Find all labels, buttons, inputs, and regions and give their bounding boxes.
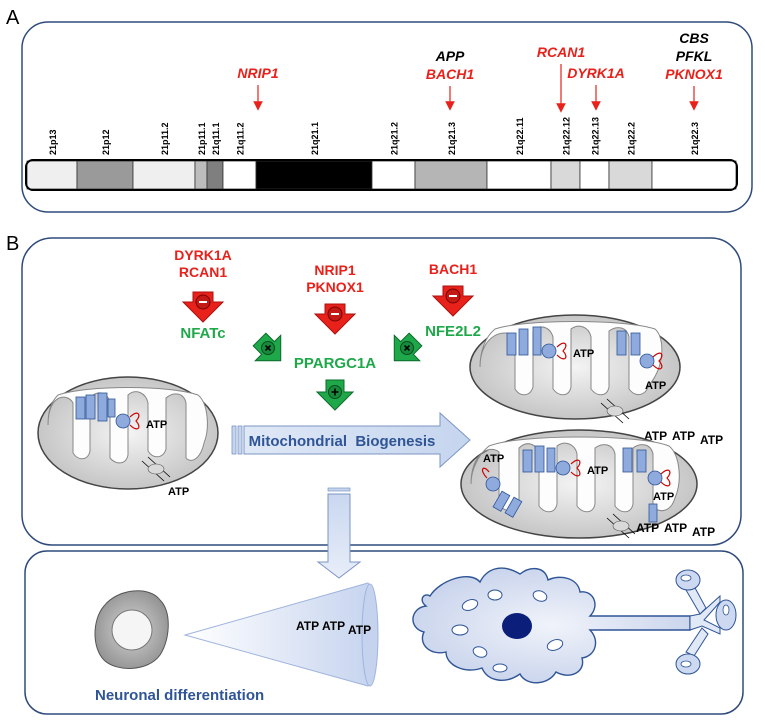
panel-b-lower-frame	[24, 550, 744, 715]
mitochondrion-top-right: ATP ATP	[469, 314, 681, 424]
gene-app: APP	[435, 48, 465, 64]
gene-labels: NRIP1 APP BACH1 RCAN1 DYRK1A CBS PFKL PK…	[237, 30, 723, 113]
atp-cone: ATP ATP ATP	[183, 582, 379, 687]
panel-a-letter: A	[6, 7, 20, 29]
band-label: 21q11.1	[211, 122, 221, 155]
band-label: 21p11.2	[160, 122, 170, 155]
biogenesis-arrow: Mitochondrial Biogenesis	[231, 411, 471, 469]
band-21q21-1	[255, 160, 373, 190]
atp-label: ATP	[587, 465, 608, 477]
chromosome-21: 21p13 21p12 21p11.2 21p11.1 21q11.1 21q11.2 21…	[25, 117, 738, 191]
atp-label: ATP	[644, 429, 667, 443]
atp-cluster-bottom: ATP ATP ATP	[636, 521, 715, 539]
mito-complexes	[75, 392, 140, 430]
regulator-rcan1: RCAN1	[179, 264, 227, 280]
band-label: 21q11.2	[236, 122, 246, 155]
atp-label: ATP	[168, 486, 189, 498]
regulator-nrip1: NRIP1	[314, 262, 355, 278]
activation-arrows	[252, 332, 423, 411]
atp-synthase	[141, 456, 171, 482]
band-21p11-2	[132, 160, 196, 190]
atp-label: ATP	[296, 619, 319, 633]
activate-arrow-from-nfe2l2	[393, 332, 423, 362]
down-arrow	[316, 487, 362, 579]
band-label: 21q22.12	[562, 117, 572, 155]
panel-b-letter: B	[6, 233, 19, 255]
inhibit-arrow-ppargc1a	[313, 303, 357, 335]
band-21q11-2	[222, 160, 257, 190]
gene-nrip1: NRIP1	[237, 65, 278, 81]
band-label: 21q22.2	[627, 122, 637, 155]
atp-label: ATP	[664, 521, 687, 535]
band-21q21-2	[371, 160, 416, 190]
panel-b-frame	[21, 237, 742, 546]
atp-label: ATP	[653, 491, 674, 503]
atp-label: ATP	[322, 619, 345, 633]
band-21q22-11	[486, 160, 552, 190]
atp-label: ATP	[636, 521, 659, 535]
band-label: 21p11.1	[197, 122, 207, 155]
atp-label: ATP	[692, 525, 715, 539]
band-21p11-1	[194, 160, 208, 190]
band-label: 21p12	[101, 129, 111, 155]
band-21p13	[26, 160, 78, 190]
band-label: 21q22.3	[690, 122, 700, 155]
factor-nfe2l2: NFE2L2	[425, 323, 481, 340]
atp-label: ATP	[348, 623, 371, 637]
regulator-pknox1: PKNOX1	[306, 279, 364, 295]
band-21q22-2	[608, 160, 653, 190]
mitochondrion-bottom-right: ATP ATP ATP	[460, 429, 698, 539]
factor-ppargc1a: PPARGC1A	[294, 355, 376, 372]
neuron	[412, 567, 737, 684]
panel-a-frame	[21, 21, 753, 213]
band-label: 21q21.1	[310, 122, 320, 155]
atp-label: ATP	[483, 453, 504, 465]
neuronal-differentiation-label: Neuronal differentiation	[95, 687, 264, 704]
band-21q22-12	[550, 160, 581, 190]
regulator-bach1: BACH1	[429, 261, 477, 277]
inhibit-arrow-nfe2l2	[431, 285, 475, 317]
factor-nfatc: NFATc	[180, 325, 225, 342]
inhibition-arrows	[181, 285, 475, 335]
activate-arrow-ppargc1a-down	[315, 379, 355, 411]
regulator-dyrk1a: DYRK1A	[174, 247, 232, 263]
atp-label: ATP	[672, 429, 695, 443]
atp-label: ATP	[146, 419, 167, 431]
mitochondrion-left: ATP ATP	[37, 376, 219, 498]
gene-pknox1: PKNOX1	[665, 66, 723, 82]
gene-bach1: BACH1	[426, 66, 474, 82]
band-21q21-3	[414, 160, 488, 190]
gene-pfkl: PFKL	[676, 48, 713, 64]
atp-label: ATP	[700, 433, 723, 447]
band-21q11-1	[206, 160, 224, 190]
biogenesis-label: Mitochondrial Biogenesis	[249, 433, 436, 450]
gene-rcan1: RCAN1	[537, 44, 585, 60]
atp-label: ATP	[645, 380, 666, 392]
band-label: 21p13	[48, 129, 58, 155]
atp-cluster-top: ATP ATP ATP	[644, 429, 723, 447]
band-label: 21q22.11	[515, 117, 525, 155]
band-label: 21q21.3	[447, 122, 457, 155]
activate-arrow-from-nfatc	[252, 332, 282, 362]
undifferentiated-cell	[94, 590, 169, 669]
atp-label: ATP	[573, 348, 594, 360]
band-label: 21q21.2	[390, 122, 400, 155]
gene-cbs: CBS	[679, 30, 709, 46]
band-21p12	[76, 160, 134, 190]
gene-dyrk1a: DYRK1A	[567, 65, 625, 81]
band-label: 21q22.13	[591, 117, 601, 155]
inhibit-arrow-nfatc	[181, 291, 225, 323]
band-21q22-3	[651, 160, 737, 190]
band-21q22-13	[579, 160, 610, 190]
